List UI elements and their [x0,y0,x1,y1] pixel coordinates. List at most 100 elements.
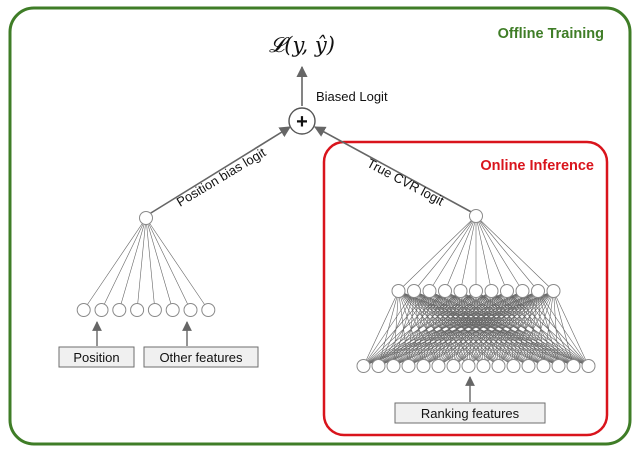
right-network-node-layer1 [422,284,437,298]
left-network-edge [101,217,147,311]
position-bias-logit-label: Position bias logit [174,144,269,209]
position-bias-network [76,211,216,317]
left-network-edge [145,217,156,311]
right-network-edge [363,290,461,367]
right-network-edge [363,290,477,367]
right-network-edge [363,290,415,367]
right-network-edge [498,290,554,367]
right-network-edge [413,215,477,292]
online-inference-frame [322,140,609,437]
position-input-box [58,346,135,368]
other-features-input-label: Other features [159,350,243,365]
right-network-edge [528,290,554,367]
right-network-node-layer2 [476,359,491,373]
left-network-edge [83,217,147,311]
left-network-edge [136,217,147,311]
true-cvr-logit-arrow [314,126,476,215]
right-network-node-layer2 [401,359,416,373]
right-network-edge [543,290,554,367]
right-network-node-layer2 [491,359,506,373]
right-network-node-layer2 [506,359,521,373]
right-network-node-layer2 [356,359,371,373]
right-network-edge [398,215,477,292]
right-network-node-layer2 [566,359,581,373]
right-network-node-layer2 [416,359,431,373]
right-network-node-layer2 [386,359,401,373]
left-network-node-layer1 [94,303,109,317]
right-network-node-layer1 [531,284,545,298]
right-network-edge [363,290,523,367]
right-network-edge [453,290,554,367]
right-network-edge [553,290,589,367]
biased-logit-label: Biased Logit [316,89,388,104]
right-network-edge [429,215,477,292]
right-network-edge [363,290,508,367]
left-network-edge [145,217,191,311]
right-network-edge [423,290,554,367]
sum-node [288,107,316,135]
right-network-node-layer2 [536,359,551,373]
left-network-node-layer1 [112,303,127,317]
offline-training-title: Offline Training [498,26,604,42]
left-network-node-layer1 [147,303,162,317]
right-network-edge [363,290,539,367]
right-network-node-layer2 [581,359,596,373]
right-network-edge [553,290,559,367]
right-network-edge [553,290,574,367]
left-network-node-layer1 [201,303,216,317]
online-inference-title: Online Inference [480,158,594,174]
left-network-node-layer1 [183,303,198,317]
right-network-edge [363,290,492,367]
right-network-edge [468,290,554,367]
true-cvr-logit-label: True CVR logit [365,155,447,208]
right-network-node-layer2 [551,359,566,373]
right-network-node-layer1 [453,284,468,298]
left-network-edge [145,217,173,311]
right-network-edge [363,290,446,367]
true-cvr-network [356,209,596,373]
left-network-edge [145,217,209,311]
right-network-node-layer1 [515,284,530,298]
right-network-node-layer2 [446,359,461,373]
right-network-node-layer1 [407,284,421,298]
right-network-node-layer2 [371,359,386,373]
right-network-edge [378,290,554,367]
left-network-edge [119,217,147,311]
right-network-edge [513,290,554,367]
right-network-edge [363,290,554,367]
right-network-edge [475,215,492,292]
left-network-node-layer1 [130,303,145,317]
right-network-edge [363,290,430,367]
left-network-node-layer0 [139,211,153,225]
right-network-node-layer1 [469,284,483,298]
right-network-edge [393,290,554,367]
right-network-node-layer2 [521,359,536,373]
other-features-input-box [143,346,259,368]
left-network-node-layer1 [165,303,180,317]
right-network-edge [408,290,554,367]
right-network-edge [444,215,477,292]
right-network-edge [438,290,554,367]
position-input-label: Position [73,350,119,365]
right-network-edge [475,215,554,292]
right-network-node-layer1 [546,284,561,298]
right-network-node-layer1 [438,284,452,298]
left-network-edges [83,217,209,311]
offline-training-frame [8,6,632,446]
left-network-node-layer1 [76,303,91,317]
ranking-features-input-label: Ranking features [421,406,520,421]
right-network-node-layer1 [484,284,499,298]
right-network-node-layer1 [391,284,406,298]
right-network-edge [363,290,399,367]
right-network-edge [475,215,508,292]
right-network-edge [460,215,477,292]
right-network-edge [475,215,523,292]
right-network-edge [475,215,539,292]
loss-function: 𝓛(y, ŷ) [269,33,335,57]
right-network-edge [483,290,554,367]
right-network-node-layer0 [469,209,483,223]
right-network-node-layer2 [461,359,476,373]
ranking-features-input-box [394,402,546,424]
right-network-edges [363,215,589,367]
